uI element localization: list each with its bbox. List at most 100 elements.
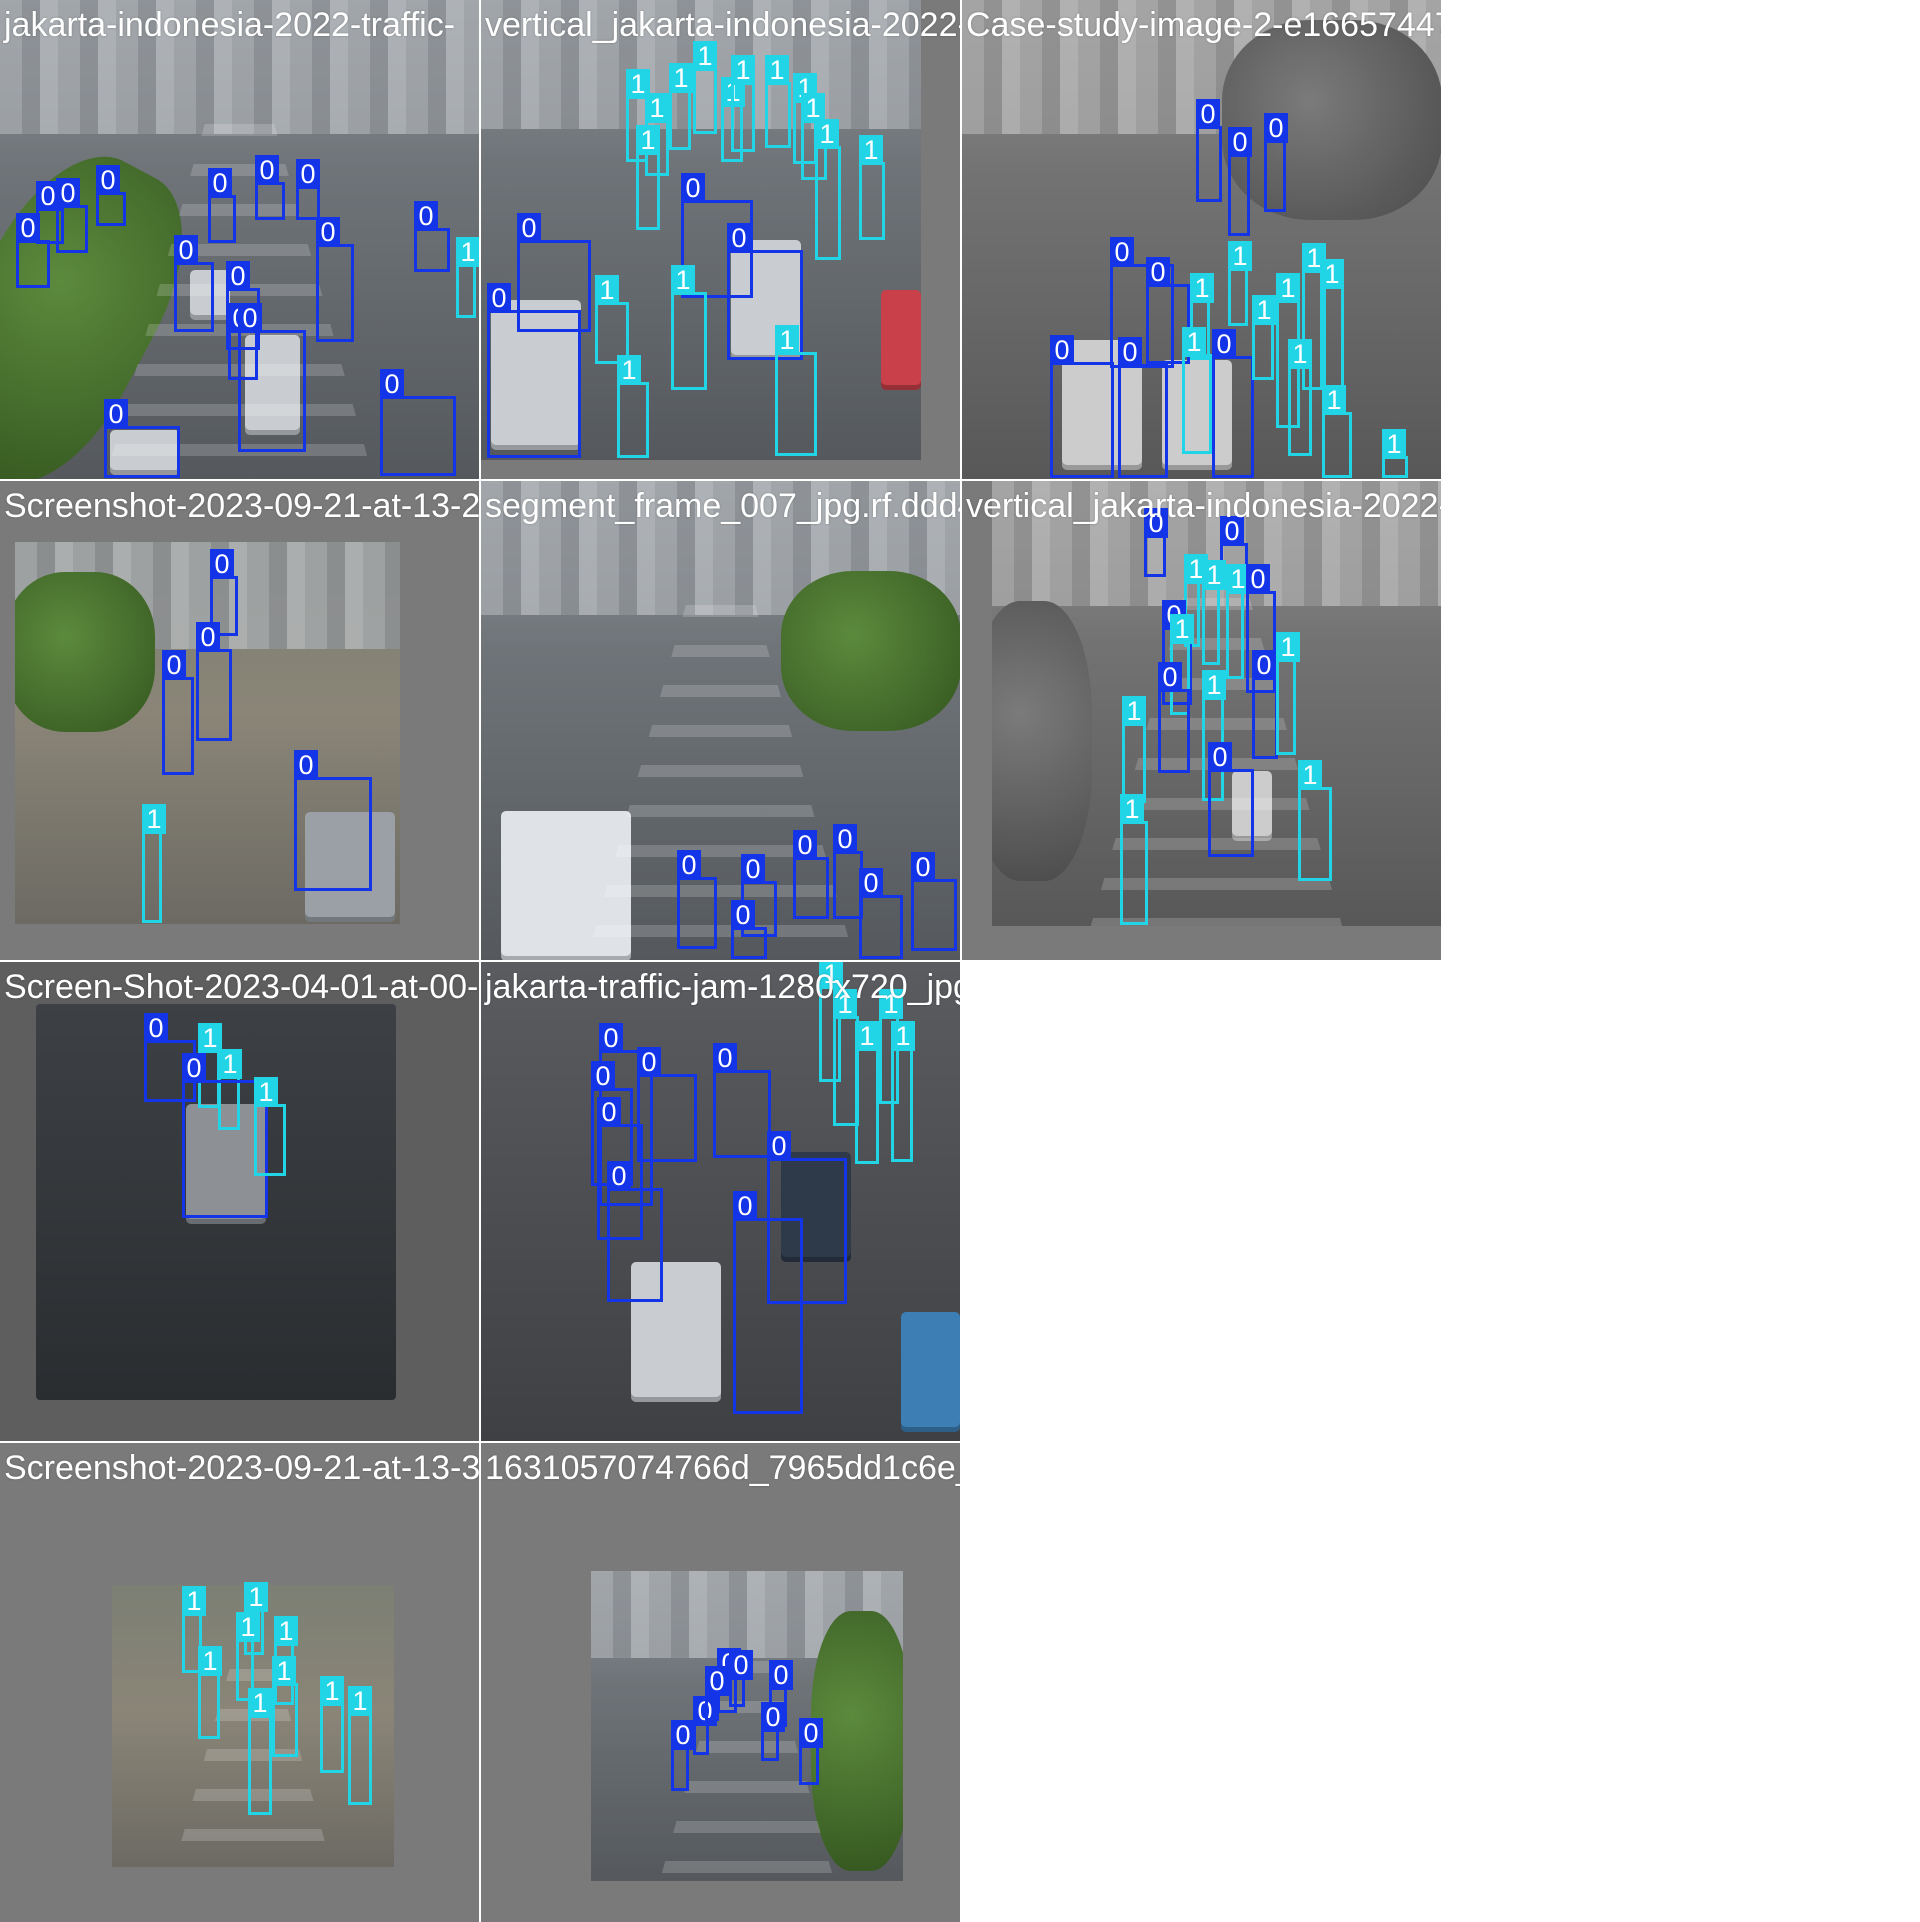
detection-box: 0 [599,1023,653,1206]
class-label: 0 [727,223,751,253]
class-label: 0 [681,173,705,203]
detection-box: 1 [1228,241,1252,326]
class-label: 0 [729,1650,753,1680]
class-label: 1 [636,125,660,155]
class-label: 1 [617,355,641,385]
class-label: 1 [1276,273,1300,303]
detection-box: 1 [775,325,817,456]
detection-box: 1 [1252,295,1276,380]
detection-box: 1 [819,962,843,1082]
detection-box: 1 [236,1612,260,1701]
class-label: 0 [255,155,279,185]
detection-box: 0 [1252,650,1278,759]
detection-box: 1 [617,355,649,458]
class-label: 0 [767,1131,791,1161]
class-label: 1 [731,55,755,85]
class-label: 1 [1202,560,1226,590]
class-label: 0 [1264,113,1288,143]
class-label: 0 [1110,237,1134,267]
class-label: 0 [705,1666,729,1696]
class-label: 1 [1288,339,1312,369]
class-label: 1 [182,1586,206,1616]
detection-box: 1 [801,93,827,180]
detection-box: 1 [671,265,707,390]
image-caption: Screenshot-2023-09-21-at-13-24-19_png.rf [4,487,479,525]
detection-box: 1 [1122,696,1146,803]
detection-box: 0 [761,1702,785,1761]
class-label: 0 [591,1061,615,1091]
mosaic-tile: 1631057074766d_7965dd1c6e_jpeg.rf.92818b… [481,1443,960,1922]
class-label: 1 [815,119,839,149]
class-label: 1 [1202,670,1226,700]
detection-box: 0 [911,852,957,951]
detection-box: 0 [859,868,903,959]
detection-box: 0 [1212,329,1254,478]
class-label: 1 [1382,429,1406,459]
detection-box: 1 [669,63,693,150]
class-label: 1 [645,93,669,123]
detection-box: 1 [254,1077,286,1176]
detection-box: 1 [1288,339,1312,456]
detection-box: 0 [677,850,717,949]
detection-box: 0 [1196,99,1222,202]
class-label: 0 [104,399,128,429]
detection-box: 1 [456,237,479,318]
detection-box: 0 [316,217,354,342]
class-label: 0 [833,824,857,854]
traffic-photo [481,0,921,460]
detection-box: 0 [238,303,306,452]
mosaic-tile: Screenshot-2023-09-21-at-13-32-57_png.rf… [0,1443,479,1922]
detection-box: 1 [1226,564,1250,679]
detection-box: 0 [380,369,456,476]
class-label: 0 [226,261,250,291]
class-label: 0 [1208,742,1232,772]
class-label: 0 [1146,257,1170,287]
class-label: 0 [1252,650,1276,680]
detection-box: 0 [671,1720,695,1791]
mosaic-tile: Screenshot-2023-09-21-at-13-24-19_png.rf… [0,481,479,960]
class-label: 0 [380,369,404,399]
class-label: 1 [669,63,693,93]
detection-box: 0 [727,223,803,360]
detection-box: 0 [296,159,320,220]
class-label: 0 [1212,329,1236,359]
detection-box: 0 [607,1161,663,1302]
detection-box: 0 [1208,742,1254,857]
class-label: 0 [1228,127,1252,157]
detection-box: 0 [162,650,194,775]
detection-box: 1 [248,1688,272,1815]
detection-box: 0 [255,155,285,220]
class-label: 0 [296,159,320,189]
class-label: 0 [637,1047,661,1077]
class-label: 1 [1252,295,1276,325]
class-label: 0 [162,650,186,680]
detection-box: 0 [1264,113,1288,212]
class-label: 0 [599,1023,623,1053]
mosaic-tile: jakarta-traffic-jam-1280x720_jpg.rf.d68d… [481,962,960,1441]
traffic-photo [15,542,400,924]
class-label: 0 [607,1161,631,1191]
class-label: 0 [487,283,511,313]
image-caption: vertical_jakarta-indonesia-2022-traffic- [966,487,1441,525]
detection-box: 1 [244,1582,268,1655]
detection-box: 1 [595,275,629,364]
class-label: 1 [198,1646,222,1676]
detection-box: 1 [272,1656,298,1757]
detection-box: 0 [174,235,214,332]
class-label: 1 [693,41,717,71]
detection-box: 0 [705,1666,729,1721]
class-label: 0 [597,1097,621,1127]
detection-box: 0 [793,830,829,919]
mosaic-tile: Screen-Shot-2023-04-01-at-00-20-23_png 0… [0,962,479,1441]
class-label: 0 [1050,335,1074,365]
class-label: 0 [677,850,701,880]
class-label: 0 [731,900,755,930]
detection-box: 0 [210,549,238,636]
class-label: 1 [671,265,695,295]
class-label: 0 [713,1043,737,1073]
image-caption: Screenshot-2023-09-21-at-13-32-57_png.rf [4,1449,479,1487]
class-label: 0 [174,235,198,265]
detection-box: 0 [294,750,372,891]
class-label: 1 [456,237,479,267]
